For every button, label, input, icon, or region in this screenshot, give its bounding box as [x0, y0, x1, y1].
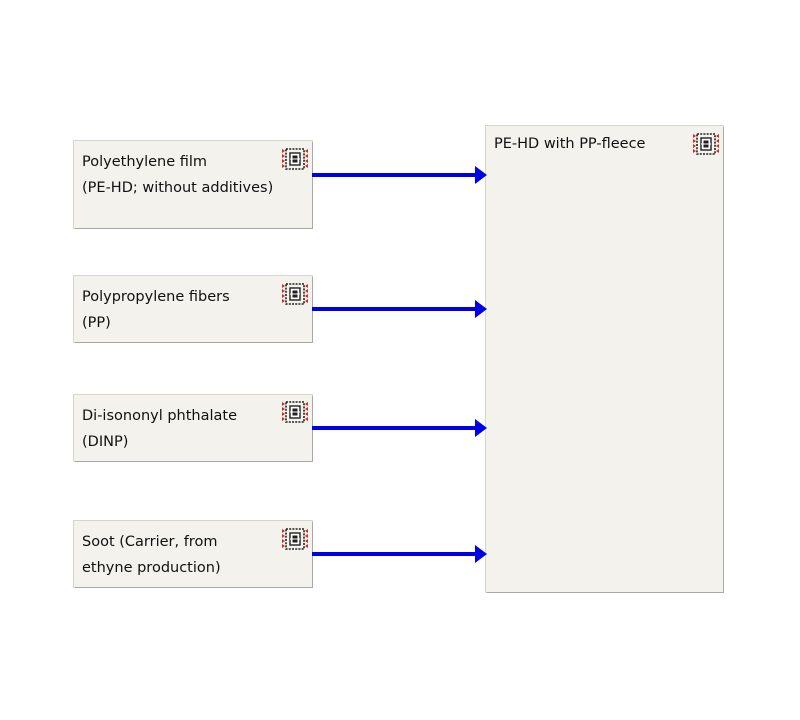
input-process-label: Polyethylene film (PE-HD; without additi… [82, 154, 274, 196]
flow-arrow-3[interactable] [312, 545, 487, 563]
flow-arrow-1[interactable] [312, 300, 487, 318]
process-icon [282, 283, 308, 305]
input-process-box-2[interactable]: Di-isononyl phthalate (DINP) [74, 395, 312, 461]
input-process-label: Soot (Carrier, from ethyne production) [82, 534, 221, 576]
input-process-label: Polypropylene fibers (PP) [82, 289, 230, 331]
input-process-box-3[interactable]: Soot (Carrier, from ethyne production) [74, 521, 312, 587]
flow-arrow-0[interactable] [312, 166, 487, 184]
process-icon [282, 148, 308, 170]
input-process-label: Di-isononyl phthalate (DINP) [82, 408, 238, 450]
flow-arrow-2[interactable] [312, 419, 487, 437]
input-process-box-1[interactable]: Polypropylene fibers (PP) [74, 276, 312, 342]
process-icon [282, 401, 308, 423]
process-icon [693, 133, 719, 155]
output-process-box[interactable]: PE-HD with PP-fleece [486, 126, 723, 592]
process-icon [282, 528, 308, 550]
input-process-box-0[interactable]: Polyethylene film (PE-HD; without additi… [74, 141, 312, 228]
output-process-label: PE-HD with PP-fleece [494, 136, 646, 152]
